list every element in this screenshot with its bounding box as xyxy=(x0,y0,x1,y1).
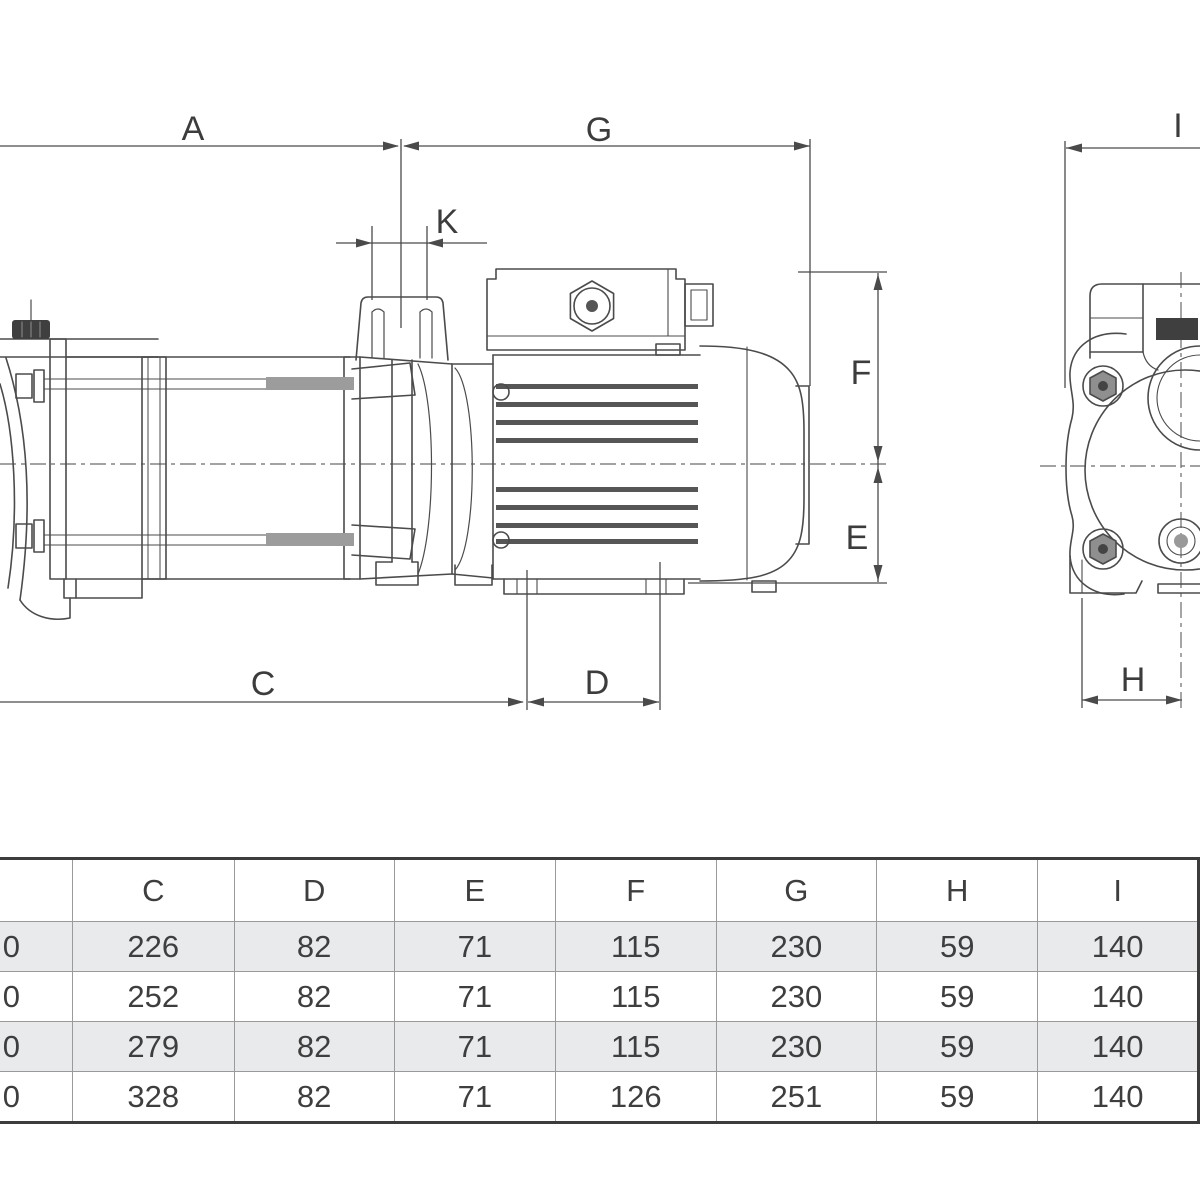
support-stand xyxy=(355,296,449,586)
table-cell: 226 xyxy=(71,921,235,972)
table-cell: 71 xyxy=(393,1021,556,1072)
table-column-header: C xyxy=(71,858,235,922)
end-view-plug-icon xyxy=(1156,318,1198,340)
motor-frame xyxy=(492,343,701,580)
table-cell-model-cropped: 0 xyxy=(0,1071,73,1123)
table-cell-model-cropped: 0 xyxy=(0,1021,73,1072)
fan-cover xyxy=(699,345,810,593)
table-cell: 82 xyxy=(233,1021,395,1072)
table-cell: 251 xyxy=(715,1071,878,1123)
dim-label-h: H xyxy=(1121,661,1146,699)
table-cell: 230 xyxy=(715,971,878,1022)
table-cell: 140 xyxy=(1037,1071,1199,1123)
flange-bolt-icon xyxy=(1082,365,1124,407)
dim-label-i: I xyxy=(1173,107,1182,145)
table-cell: 71 xyxy=(393,971,556,1022)
flange-bolt-icon xyxy=(1082,528,1124,570)
centerlines xyxy=(0,272,1200,708)
table-column-header xyxy=(0,858,73,922)
table-cell: 140 xyxy=(1037,1021,1199,1072)
dim-label-c: C xyxy=(251,665,276,703)
table-cell-model-cropped: 0 xyxy=(0,971,73,1022)
table-cell: 71 xyxy=(393,1071,556,1123)
table-cell: 59 xyxy=(876,971,1039,1022)
drain-plug-icon xyxy=(1158,518,1200,564)
table-cell: 71 xyxy=(393,921,556,972)
pump-side-view xyxy=(0,268,810,620)
end-view-foot xyxy=(1069,555,1200,594)
pump-technical-drawing: A G K C D F E H I xyxy=(0,107,1200,710)
table-cell: 279 xyxy=(71,1021,235,1072)
table-cell: 140 xyxy=(1037,971,1199,1022)
table-cell: 59 xyxy=(876,1071,1039,1123)
table-cell: 115 xyxy=(554,1021,717,1072)
table-column-header: G xyxy=(715,858,878,922)
table-cell: 59 xyxy=(876,1021,1039,1072)
table-cell: 140 xyxy=(1037,921,1199,972)
table-cell: 82 xyxy=(233,921,395,972)
dimension-labels: A G K C D F E H I xyxy=(182,107,1183,703)
pump-end-view xyxy=(1065,283,1200,596)
tie-rods xyxy=(43,377,354,546)
dim-label-k: K xyxy=(436,203,459,241)
dimension-lines xyxy=(0,139,1200,710)
motor-feet xyxy=(503,578,685,595)
table-column-header: E xyxy=(393,858,556,922)
table-column-header: I xyxy=(1037,858,1199,922)
table-cell: 115 xyxy=(554,971,717,1022)
dim-label-a: A xyxy=(182,110,205,148)
table-column-header: F xyxy=(554,858,717,922)
table-cell: 59 xyxy=(876,921,1039,972)
terminal-box xyxy=(486,268,714,351)
dim-label-f: F xyxy=(851,354,872,392)
table-cell: 126 xyxy=(554,1071,717,1123)
dimension-arrows xyxy=(356,141,1182,707)
table-column-header: H xyxy=(876,858,1039,922)
table-cell: 82 xyxy=(233,971,395,1022)
table-cell: 82 xyxy=(233,1071,395,1123)
table-column-header: D xyxy=(233,858,395,922)
dim-label-g: G xyxy=(586,111,612,149)
table-cell: 115 xyxy=(554,921,717,972)
table-cell-model-cropped: 0 xyxy=(0,921,73,972)
dim-label-d: D xyxy=(585,664,610,702)
dim-label-e: E xyxy=(846,519,869,557)
filler-plug-icon xyxy=(12,299,50,339)
table-cell: 230 xyxy=(715,1021,878,1072)
table-cell: 230 xyxy=(715,921,878,972)
table-cell: 252 xyxy=(71,971,235,1022)
table-cell: 328 xyxy=(71,1071,235,1123)
